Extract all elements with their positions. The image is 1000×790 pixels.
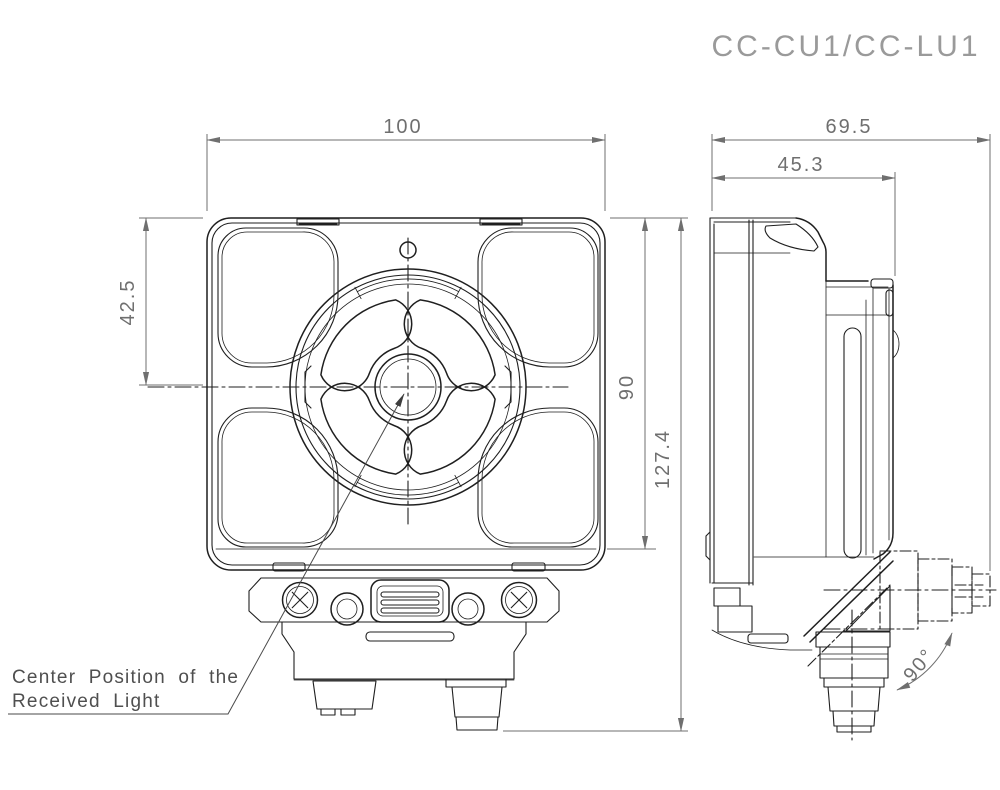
dimensions: 100 69.5 45.3 42.5 90 127.4: [117, 116, 991, 732]
drawing-header: CC-CU1/CC-LU1: [711, 30, 980, 63]
side-lower-bracket: [711, 551, 894, 651]
dim-center-offset: 42.5: [117, 217, 203, 386]
front-body-outline: [206, 217, 606, 572]
front-centerlines: [147, 237, 569, 529]
note-line2: Received Light: [12, 691, 161, 712]
side-top-bevel: [764, 217, 827, 282]
mounting-bracket: [248, 577, 560, 731]
side-front-plate: [705, 217, 797, 586]
front-connector-small: [312, 680, 377, 716]
bracket-hole-right: [451, 592, 485, 626]
side-centerlines: [823, 589, 997, 741]
dim-side-depth-body: 45.3: [711, 154, 896, 276]
dim-front-width: 100: [206, 116, 606, 211]
screw-left: [281, 581, 319, 619]
bracket-hole-left: [330, 592, 364, 626]
dim-side-depth-body-value: 45.3: [778, 154, 825, 176]
dim-front-width-value: 100: [383, 116, 422, 138]
dim-body-height: 90: [607, 217, 688, 550]
side-connector-rotated-phantom: [807, 550, 991, 667]
side-view: [705, 217, 997, 741]
front-connector-main: [445, 678, 507, 731]
side-rear-body: [753, 278, 900, 560]
dim-side-depth-total: 69.5: [711, 116, 991, 571]
lens-petals: [320, 299, 496, 475]
screw-right: [500, 581, 538, 619]
dim-rotation-angle-value: 90°: [899, 644, 939, 686]
front-view: [147, 217, 606, 731]
drawing-title: CC-CU1/CC-LU1: [711, 30, 980, 63]
center-slot: [370, 579, 450, 623]
dim-side-depth-total-value: 69.5: [826, 116, 873, 138]
dim-total-height: 127.4: [503, 217, 688, 732]
dim-rotation-angle: 90°: [896, 632, 953, 691]
dim-center-offset-value: 42.5: [117, 279, 139, 326]
note-line1: Center Position of the: [12, 667, 239, 688]
side-connector-down: [815, 631, 891, 733]
dim-body-height-value: 90: [616, 374, 638, 400]
dim-total-height-value: 127.4: [652, 429, 674, 489]
corner-pads: [217, 227, 599, 548]
center-position-note: Center Position of the Received Light: [8, 393, 405, 715]
